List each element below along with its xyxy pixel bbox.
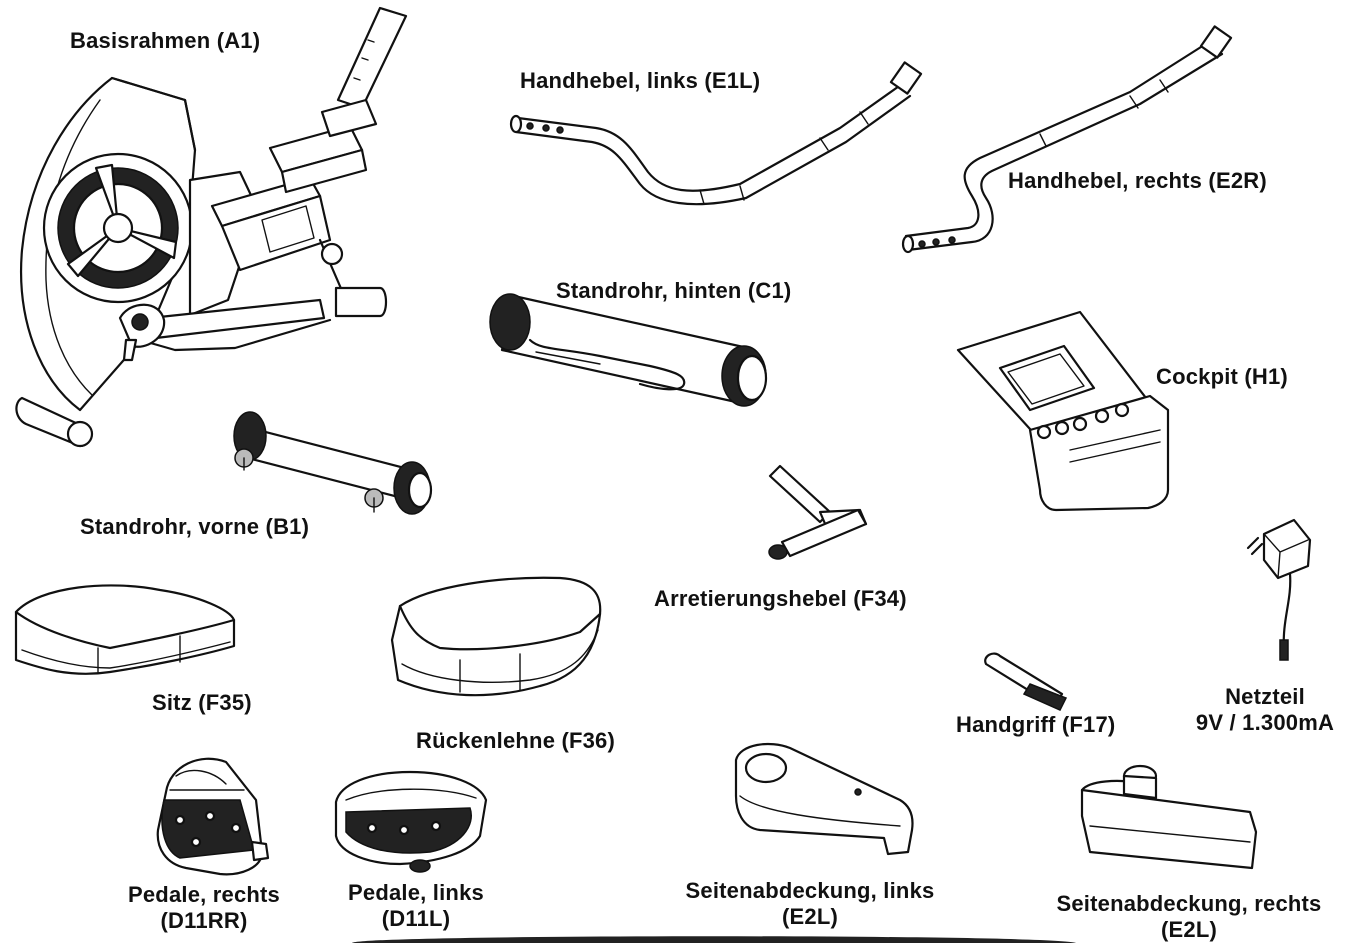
seat-drawing — [14, 584, 236, 675]
label-side-cover-left-line1: Seitenabdeckung, links — [685, 878, 935, 903]
label-pedal-left: Pedale, links (D11L) — [330, 880, 502, 932]
locking-lever-drawing — [768, 464, 868, 560]
label-handle: Handgriff (F17) — [956, 712, 1116, 737]
pedal-left-drawing — [334, 770, 488, 873]
hand-lever-left-drawing — [509, 61, 923, 206]
label-power-supply-line1: Netzteil — [1225, 684, 1305, 709]
label-seat: Sitz (F35) — [152, 690, 252, 715]
label-pedal-left-line2: (D11L) — [381, 906, 451, 931]
label-side-cover-left: Seitenabdeckung, links (E2L) — [654, 878, 966, 930]
pedal-right-drawing — [156, 757, 270, 876]
backrest-drawing — [390, 576, 602, 697]
label-rear-tube: Standrohr, hinten (C1) — [556, 278, 792, 303]
side-cover-right-drawing — [1080, 764, 1258, 870]
label-side-cover-right-line2: (E2L) — [1161, 917, 1217, 942]
hand-lever-right-drawing — [901, 25, 1233, 254]
base-frame-drawing — [15, 6, 408, 448]
rear-tube-drawing — [489, 293, 768, 407]
label-backrest: Rückenlehne (F36) — [416, 728, 616, 753]
label-pedal-left-line1: Pedale, links — [348, 880, 484, 905]
label-power-supply: Netzteil 9V / 1.300mA — [1176, 684, 1351, 736]
handle-drawing — [984, 652, 1068, 711]
label-cockpit: Cockpit (H1) — [1156, 364, 1288, 389]
label-hand-lever-left: Handhebel, links (E1L) — [520, 68, 761, 93]
power-supply-drawing — [1246, 518, 1312, 661]
label-pedal-right-line2: (D11RR) — [160, 908, 248, 933]
label-side-cover-left-line2: (E2L) — [782, 904, 838, 929]
label-side-cover-right: Seitenabdeckung, rechts (E2L) — [1030, 891, 1348, 943]
bottom-edge — [352, 936, 1076, 943]
label-front-tube: Standrohr, vorne (B1) — [80, 514, 310, 539]
label-pedal-right: Pedale, rechts (D11RR) — [110, 882, 298, 934]
label-locking-lever: Arretierungshebel (F34) — [654, 586, 907, 611]
label-hand-lever-right: Handhebel, rechts (E2R) — [1008, 168, 1267, 193]
label-base-frame: Basisrahmen (A1) — [70, 28, 261, 53]
label-pedal-right-line1: Pedale, rechts — [128, 882, 280, 907]
label-side-cover-right-line1: Seitenabdeckung, rechts — [1056, 891, 1322, 916]
cockpit-drawing — [956, 310, 1170, 512]
label-power-supply-line2: 9V / 1.300mA — [1195, 710, 1335, 735]
front-tube-drawing — [233, 411, 433, 515]
side-cover-left-drawing — [734, 742, 914, 856]
